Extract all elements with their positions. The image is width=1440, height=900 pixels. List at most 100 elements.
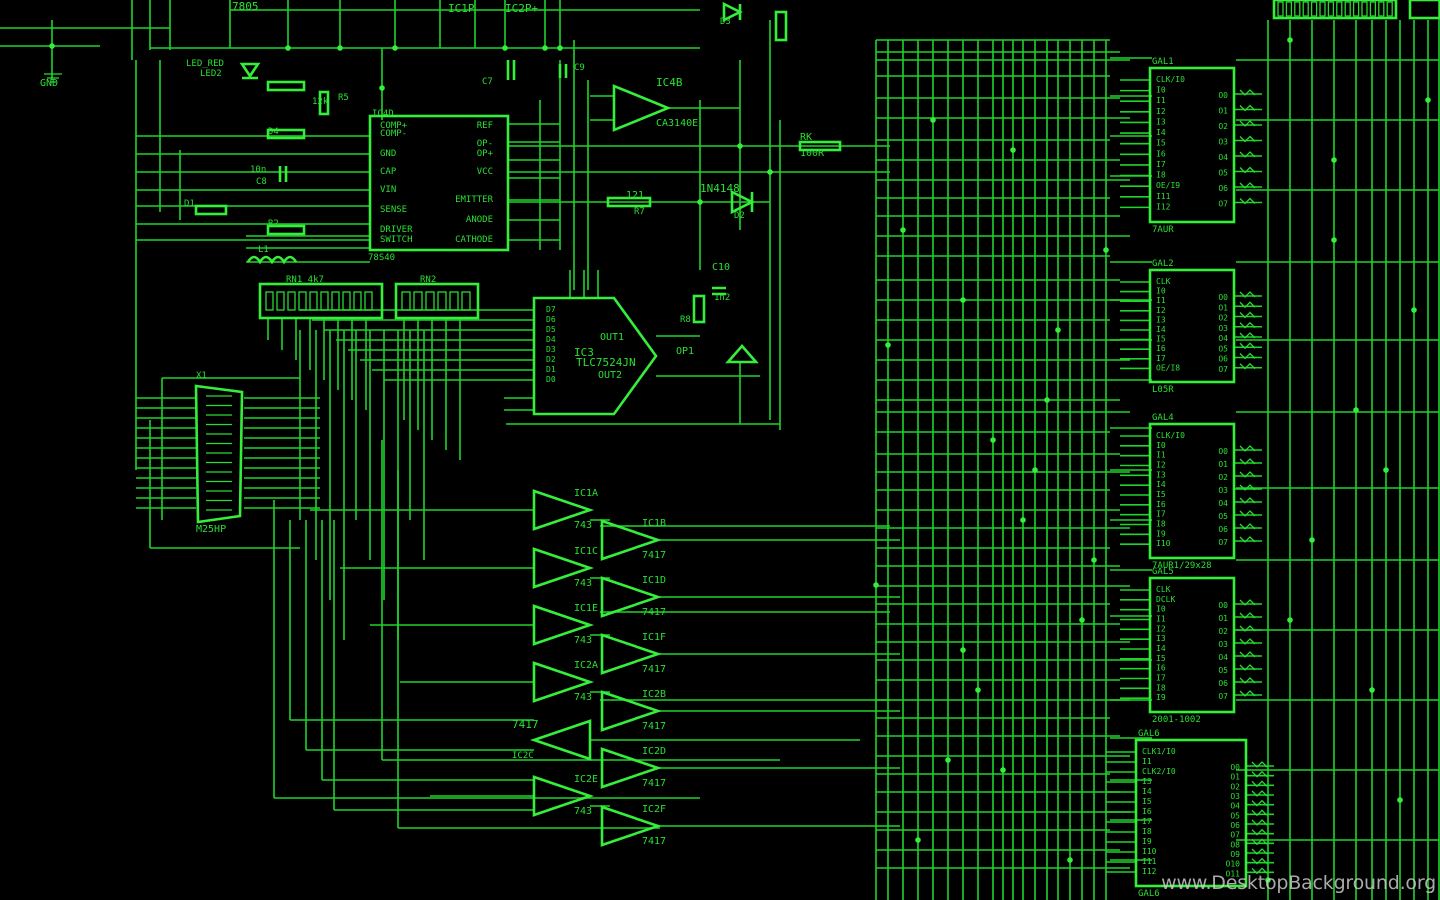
ic4b-name: IC4B	[656, 76, 683, 89]
junction-dot	[960, 297, 966, 303]
pin-header-top	[1272, 0, 1398, 20]
gal-output-wave	[1239, 677, 1256, 684]
led-label: LED_RED	[186, 59, 224, 69]
buffer-ic2a	[532, 661, 595, 703]
gal-output-wave	[1239, 484, 1256, 491]
label-1n2: 1n2	[714, 293, 730, 303]
junction-dot	[990, 437, 996, 443]
rn-element	[276, 291, 285, 311]
gal-output-wave	[1251, 857, 1268, 865]
ic4-pin-right: OP-	[477, 139, 493, 149]
dac-ic3	[532, 296, 658, 416]
dac-pin-label: D6	[546, 315, 556, 324]
gal-pin-in: I7	[1156, 510, 1166, 519]
ic4-pin-right: VCC	[477, 167, 493, 177]
rn-element	[449, 291, 459, 311]
capacitor-c9	[558, 64, 568, 78]
dac-pin-label: D5	[546, 325, 556, 334]
opamp-ic4b	[612, 84, 672, 132]
rn-element	[425, 291, 435, 311]
gal-pin-in: I4	[1156, 128, 1166, 137]
resistor-r2	[266, 224, 306, 236]
gal-pin-in: I6	[1156, 149, 1166, 158]
gal-pin-in: I2	[1156, 306, 1166, 315]
gal-name: GAL5	[1152, 567, 1174, 577]
label-r8: R8	[680, 315, 691, 325]
gal-pin-in: I7	[1156, 160, 1166, 169]
gal-pin-out: O11	[1226, 869, 1241, 878]
gal-output-wave	[1239, 612, 1256, 619]
ic4b-type: CA3140E	[656, 118, 698, 129]
gal-output-wave	[1239, 690, 1256, 697]
gal-pin-in: I6	[1156, 664, 1166, 673]
gal-pin-out: O6	[1218, 525, 1228, 534]
dac-part: TLC7524JN	[576, 356, 636, 369]
rn-element	[309, 291, 318, 311]
rn-element	[298, 291, 307, 311]
junction-dot	[542, 45, 548, 51]
connector-name: X1	[196, 371, 207, 381]
gal-pin-in: OE/I9	[1156, 181, 1180, 190]
header-pin	[1285, 1, 1293, 17]
gal-pin-in: I7	[1142, 817, 1152, 826]
junction-dot	[1411, 307, 1417, 313]
ground-symbol	[44, 73, 62, 83]
gal-chip-gal5	[1148, 576, 1236, 714]
buffer-ic2d	[600, 747, 663, 789]
gal-output-wave	[1239, 362, 1256, 370]
rn-element	[342, 291, 351, 311]
dac-out2: OUT2	[598, 370, 622, 381]
gal-output-wave	[1239, 311, 1256, 319]
gal-pin-in: I2	[1156, 461, 1166, 470]
buffer-name: IC1F	[642, 632, 666, 643]
gal-pin-in: CLK1/I0	[1142, 747, 1176, 756]
gal-pin-out: O6	[1230, 821, 1240, 830]
buffer-note: 7417	[642, 778, 666, 789]
header-pin	[1310, 1, 1318, 17]
label-c10: C10	[712, 262, 730, 273]
gal-pin-in: I8	[1156, 171, 1166, 180]
gal-output-wave	[1239, 651, 1256, 658]
ic4-pin-right: ANODE	[466, 215, 493, 225]
gal-output-wave	[1239, 638, 1256, 645]
buffer-ic1b	[600, 519, 663, 561]
junction-dot	[1079, 617, 1085, 623]
watermark-text: www.DesktopBackground.org	[1161, 872, 1436, 894]
gal-output-wave	[1239, 135, 1256, 143]
gal-pin-out: O3	[1218, 138, 1228, 147]
junction-dot	[1091, 557, 1097, 563]
gal-pin-out: O5	[1218, 169, 1228, 178]
capacitor-c8	[278, 166, 288, 182]
label-c9: C9	[574, 63, 585, 73]
label-r5: R5	[338, 93, 349, 103]
gal-pin-in: I10	[1142, 847, 1157, 856]
buffer-note: 743	[574, 520, 592, 531]
buffer-note: 7417	[642, 721, 666, 732]
buffer-name: IC1C	[574, 546, 598, 557]
ic4-pin-left: DRIVER	[380, 225, 413, 235]
ic4-pin-left: CAP	[380, 167, 397, 177]
gal-output-wave	[1251, 828, 1268, 836]
buffer-note: 7417	[642, 550, 666, 561]
header-pin	[1369, 1, 1377, 17]
junction-dot	[945, 757, 951, 763]
gal-output-wave	[1239, 166, 1256, 174]
gal-pin-out: O4	[1218, 334, 1228, 343]
gal-output-wave	[1239, 332, 1256, 339]
gal-pin-in: I8	[1156, 683, 1166, 692]
gal-output-wave	[1251, 790, 1268, 797]
junction-dot	[1044, 397, 1050, 403]
gal-chip-gal6	[1134, 738, 1248, 888]
gal-pin-out: O1	[1230, 773, 1240, 782]
gal-pin-in: I10	[1156, 539, 1171, 548]
gal-pin-out: O9	[1230, 850, 1240, 859]
gal-pin-in: CLK	[1156, 585, 1171, 594]
gal-pin-in: I4	[1156, 325, 1166, 334]
gal-pin-out: O0	[1218, 601, 1228, 610]
header-pin	[1302, 1, 1309, 17]
gal-output-wave	[1251, 819, 1268, 826]
inductor-l1	[246, 255, 298, 265]
resistor-d1	[194, 204, 228, 216]
header-pin	[1352, 1, 1360, 17]
